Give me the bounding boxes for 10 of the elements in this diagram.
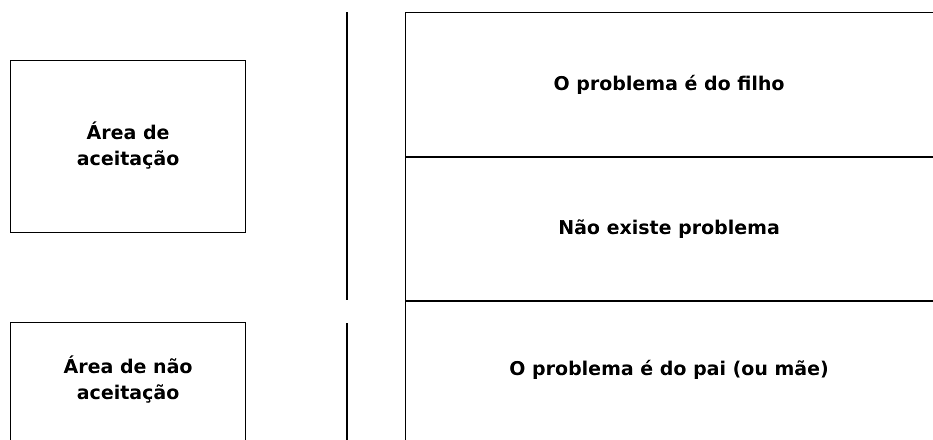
area-box	[10, 60, 246, 233]
table-row	[405, 300, 933, 440]
table-row	[405, 12, 933, 158]
area-box	[10, 322, 246, 440]
box-label: Área de não aceitação	[62, 354, 194, 406]
box-label: O problema é do filho	[554, 72, 784, 98]
box-label: Área de aceitação	[76, 120, 180, 172]
table-row	[405, 156, 933, 302]
box-label: Não existe problema	[558, 216, 780, 242]
box-label: O problema é do pai (ou mãe)	[509, 357, 829, 382]
